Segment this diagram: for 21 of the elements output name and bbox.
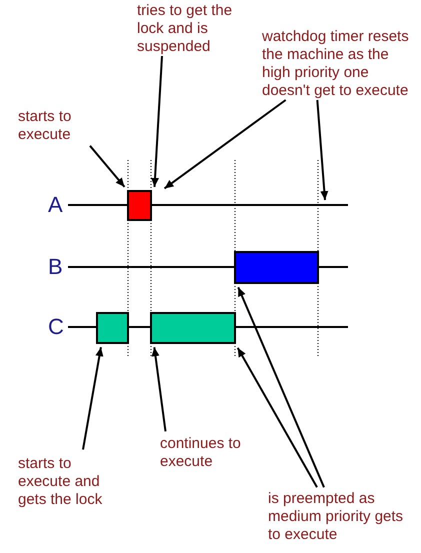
task-label: C	[48, 315, 64, 339]
annotation-text: tries to get the lock and is suspended	[137, 2, 262, 56]
task-label: B	[48, 255, 63, 279]
arrow	[152, 347, 166, 432]
execution-block	[234, 251, 319, 284]
arrow	[236, 347, 318, 488]
execution-block	[96, 312, 129, 344]
arrow	[316, 100, 328, 200]
annotation-text: watchdog timer resets the machine as the high priority one doesn't get to execute	[262, 28, 420, 100]
annotation-text: starts to execute and gets the lock	[18, 455, 118, 509]
execution-block	[127, 190, 152, 221]
arrow	[164, 99, 286, 190]
annotation-text: is preempted as medium priority gets to execute	[268, 490, 408, 544]
arrow	[89, 145, 126, 188]
arrow	[237, 286, 325, 488]
execution-block	[150, 312, 236, 344]
annotation-text: starts to execute	[18, 108, 108, 144]
annotation-text: continues to execute	[160, 435, 270, 471]
task-label: A	[48, 193, 63, 217]
arrow	[82, 347, 104, 450]
arrow	[151, 56, 163, 187]
